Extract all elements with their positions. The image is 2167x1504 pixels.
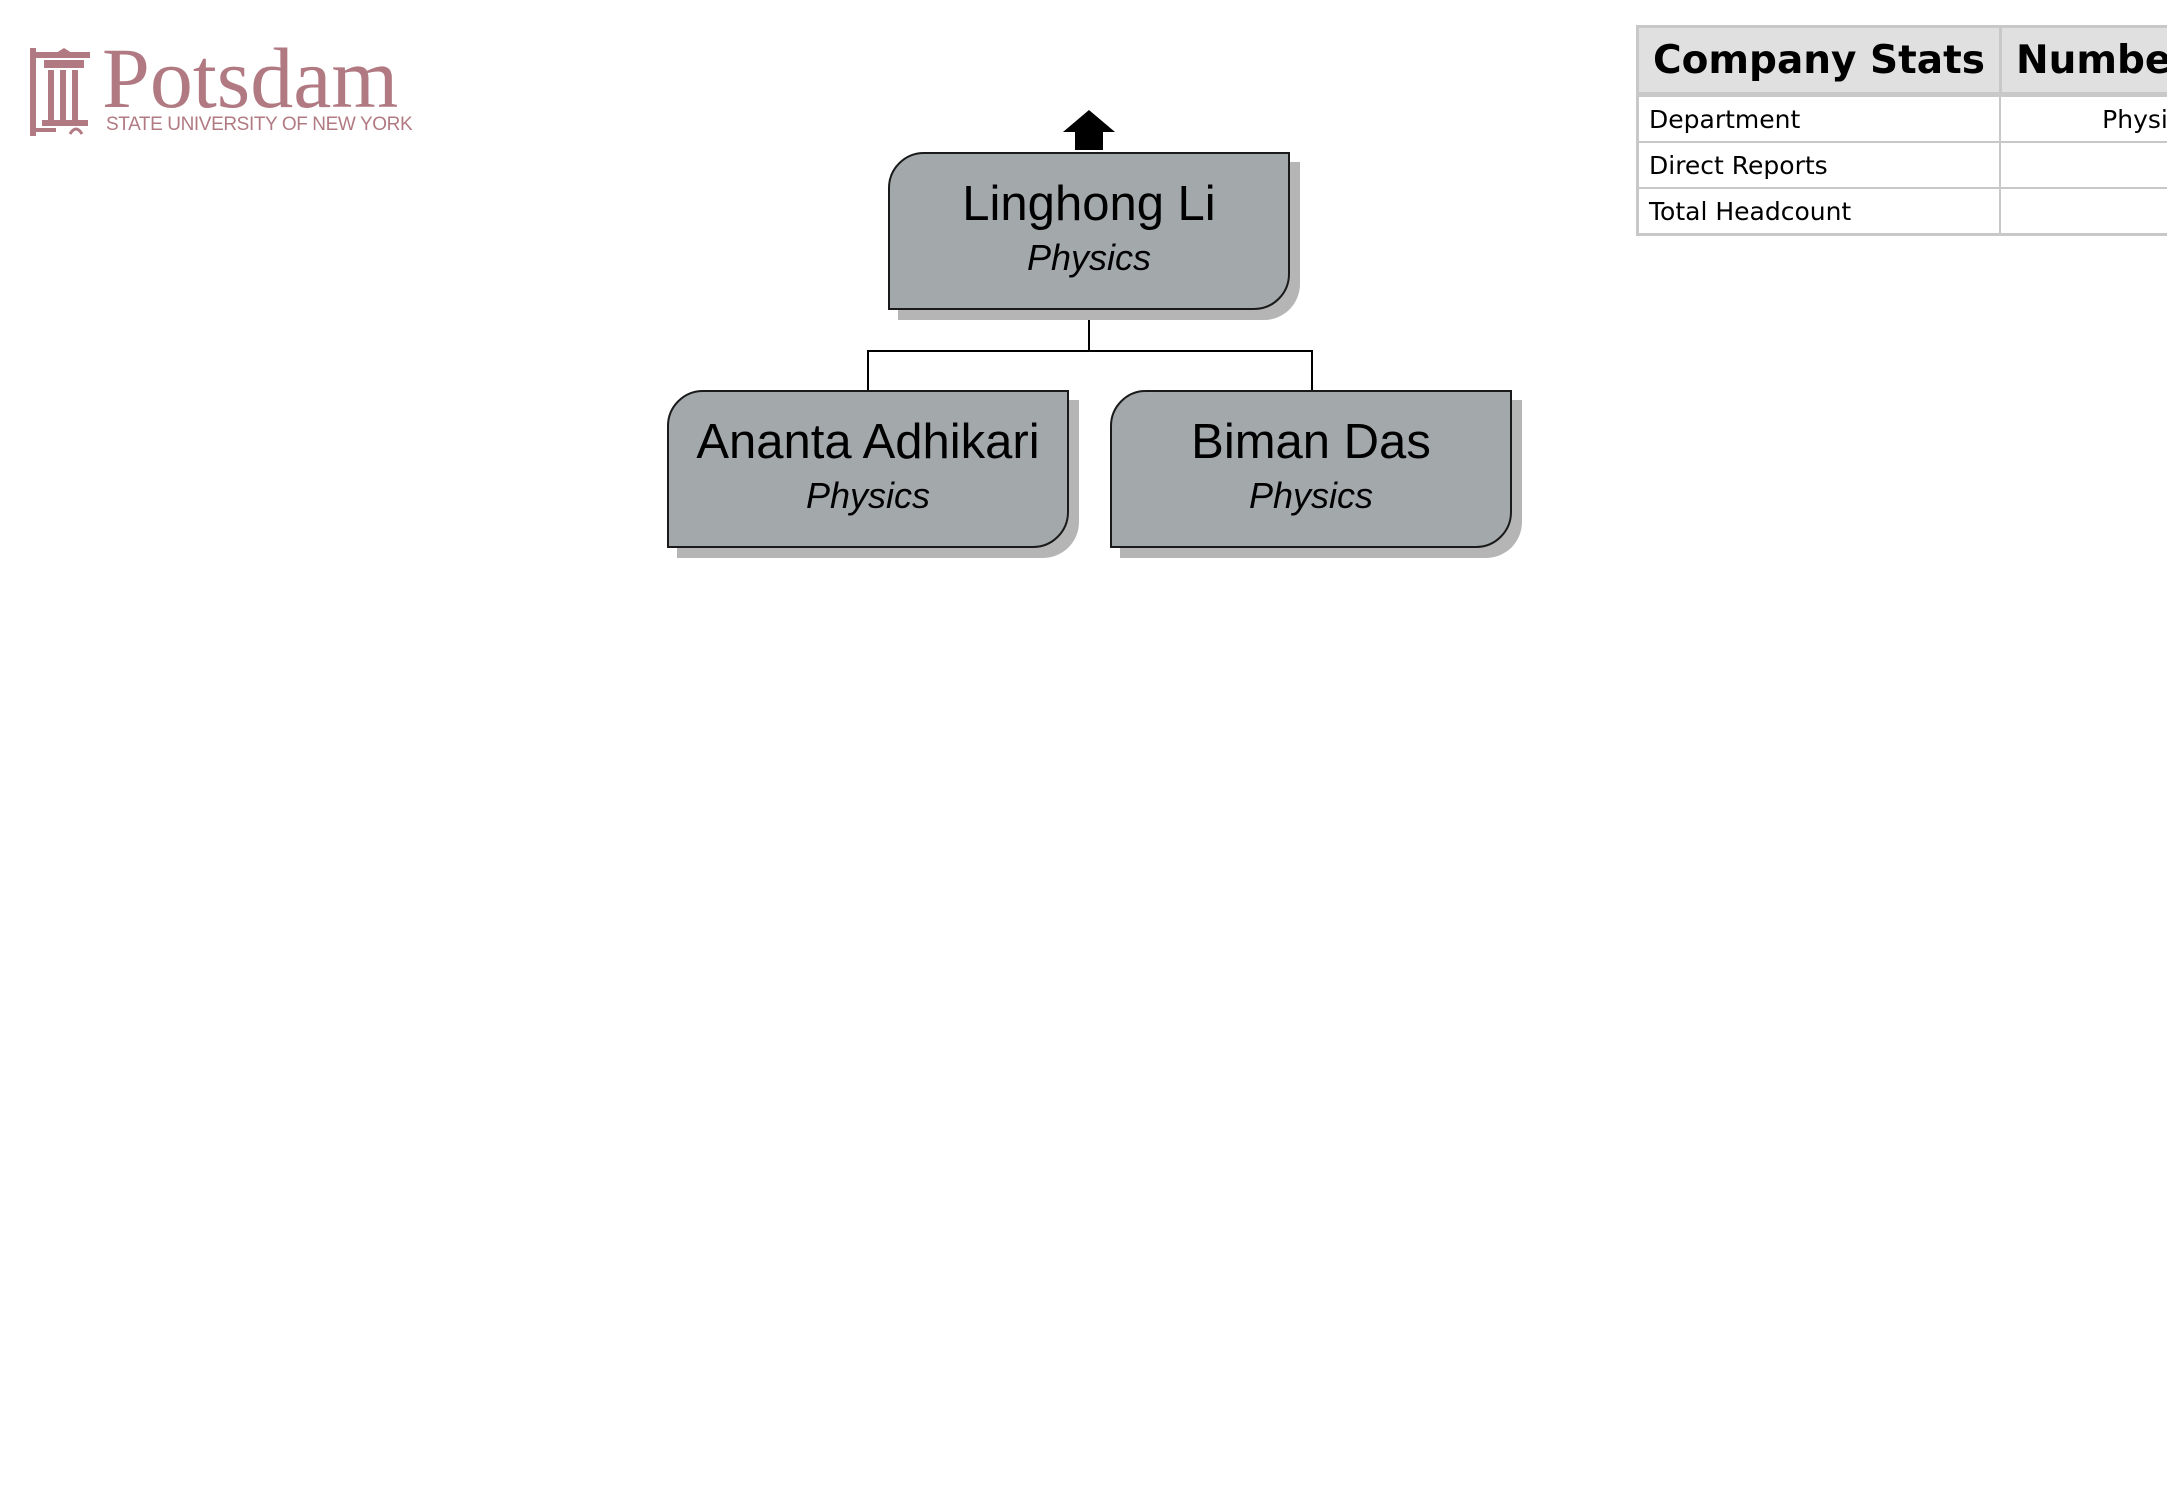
table-header-row: Company Stats Number: [1636, 25, 2167, 97]
connector-left-down: [867, 350, 869, 392]
potsdam-logo: Potsdam STATE UNIVERSITY OF NEW YORK: [30, 30, 413, 140]
org-node-child[interactable]: Biman Das Physics: [1110, 390, 1512, 548]
column-header-stats: Company Stats: [1636, 25, 2002, 97]
connector-right-down: [1311, 350, 1313, 392]
connector-horizontal: [867, 350, 1313, 352]
org-node-child[interactable]: Ananta Adhikari Physics: [667, 390, 1069, 548]
up-arrow-icon[interactable]: [1063, 110, 1115, 150]
node-name: Ananta Adhikari: [696, 415, 1040, 469]
stat-label: Direct Reports: [1636, 141, 2002, 189]
stat-value: Physics: [1999, 93, 2167, 143]
column-building-icon: [30, 48, 90, 136]
node-name: Biman Das: [1191, 415, 1431, 469]
stat-value: 3: [1999, 187, 2167, 236]
connector-root-down: [1088, 320, 1090, 350]
org-node-root[interactable]: Linghong Li Physics: [888, 152, 1290, 310]
stat-label: Total Headcount: [1636, 187, 2002, 236]
node-name: Linghong Li: [962, 177, 1216, 231]
logo-subtitle: STATE UNIVERSITY OF NEW YORK: [106, 114, 413, 135]
node-department: Physics: [1026, 237, 1152, 278]
node-department: Physics: [1248, 475, 1374, 516]
logo-wordmark: Potsdam: [102, 30, 399, 126]
stat-label: Department: [1636, 93, 2002, 143]
node-department: Physics: [805, 475, 931, 516]
column-header-number: Number: [1998, 25, 2167, 97]
table-row: Total Headcount 3: [1636, 187, 2167, 236]
stat-value: 2: [1999, 141, 2167, 189]
company-stats-table: Company Stats Number Department Physics …: [1636, 25, 2167, 236]
table-row: Department Physics: [1636, 93, 2167, 143]
table-row: Direct Reports 2: [1636, 141, 2167, 189]
